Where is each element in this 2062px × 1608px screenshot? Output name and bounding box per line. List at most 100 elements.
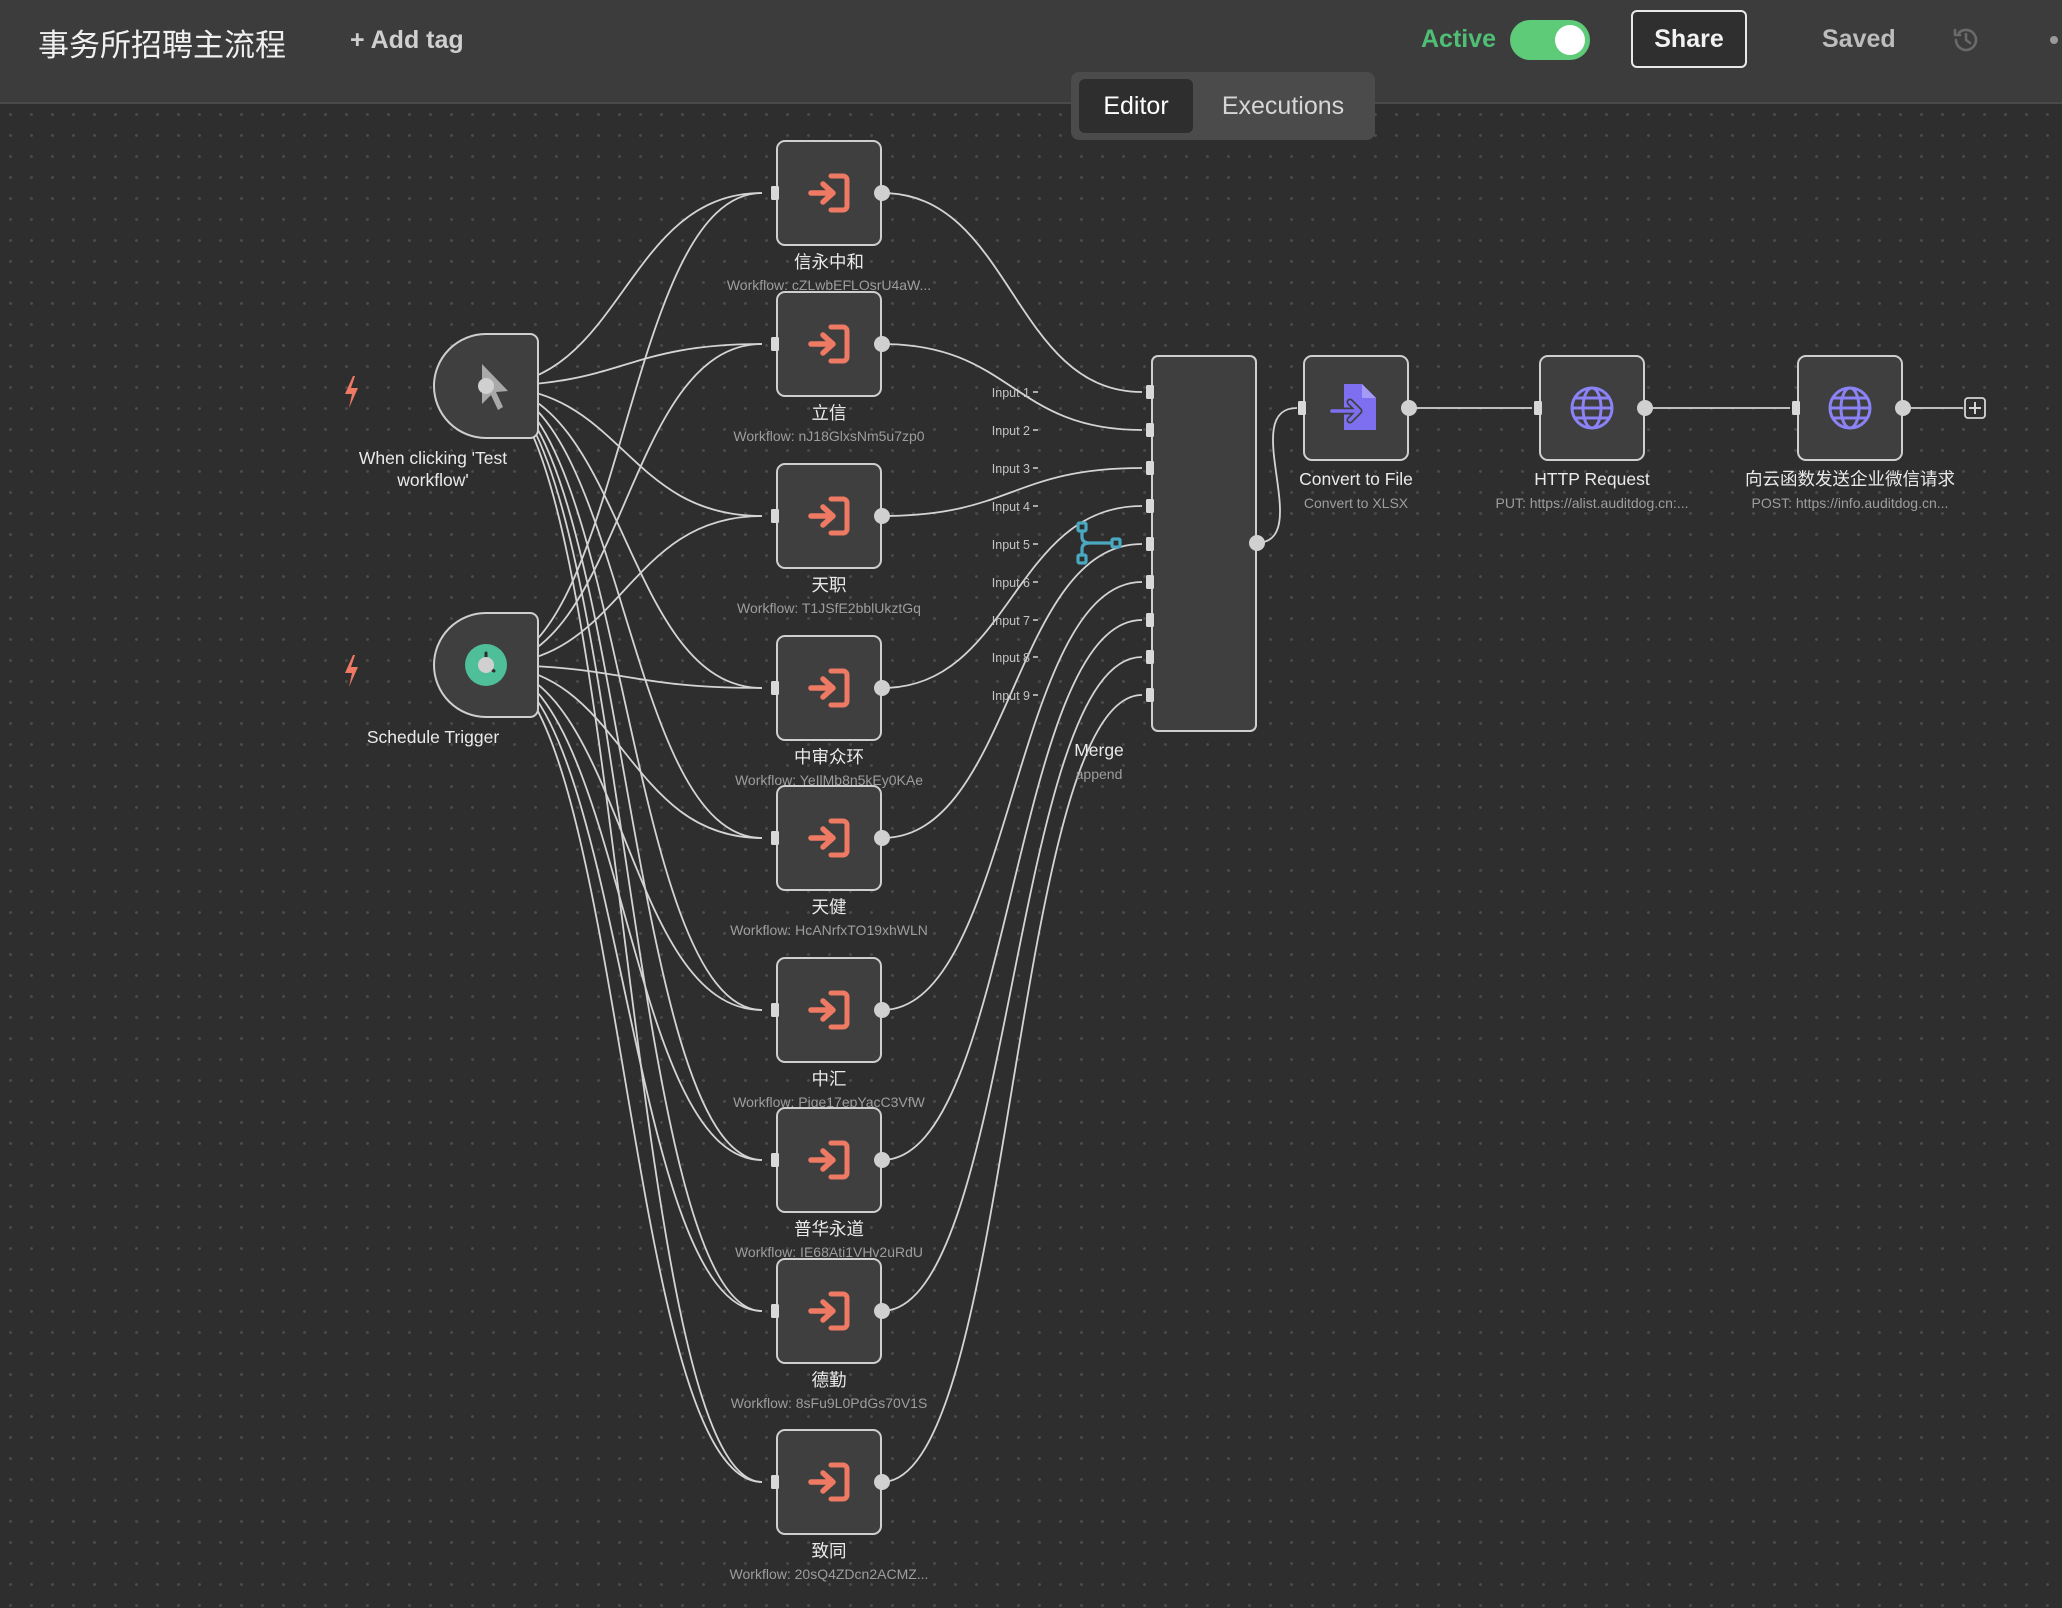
input-port[interactable]: [771, 1304, 779, 1318]
node-subtitle: Workflow: T1JSfE2bblUkztGq: [737, 600, 921, 616]
output-port[interactable]: [874, 680, 890, 696]
icon-arrow: [808, 504, 836, 528]
merge-node[interactable]: [1076, 355, 1257, 732]
input-port[interactable]: [771, 1003, 779, 1017]
output-port[interactable]: [874, 1002, 890, 1018]
output-port[interactable]: [478, 378, 494, 394]
share-button[interactable]: Share: [1631, 10, 1747, 68]
icon-arrow: [808, 181, 836, 205]
connection-line: [881, 619, 1143, 1161]
connection-line: [485, 664, 763, 1161]
output-port[interactable]: [874, 336, 890, 352]
input-port[interactable]: [771, 509, 779, 523]
icon-bracket: [828, 173, 850, 213]
output-port[interactable]: [1895, 400, 1911, 416]
top-bar: 事务所招聘主流程 + Add tag Active Share Saved: [0, 0, 2062, 104]
input-port[interactable]: [771, 337, 779, 351]
file-convert-icon: [1328, 384, 1376, 430]
subworkflow-node[interactable]: [776, 635, 882, 741]
workflow-title[interactable]: 事务所招聘主流程: [38, 28, 286, 64]
node-subtitle: Workflow: cZLwbEFLOsrU4aW...: [727, 277, 931, 293]
subworkflow-node[interactable]: [776, 463, 882, 569]
subworkflow-node[interactable]: [776, 291, 882, 397]
node-subtitle: Workflow: Pige17epYacC3VfW: [733, 1094, 925, 1110]
node-label: 信永中和: [794, 252, 864, 272]
add-node-button[interactable]: [1964, 397, 1986, 419]
input-port[interactable]: [1146, 688, 1154, 702]
history-icon[interactable]: [1950, 24, 1982, 56]
cursor-icon: [482, 364, 508, 410]
icon-bracket: [828, 668, 850, 708]
output-port[interactable]: [874, 508, 890, 524]
execute-workflow-icon: [808, 818, 850, 858]
node-subtitle: Convert to XLSX: [1304, 495, 1409, 511]
node-label: 天职: [812, 575, 847, 595]
input-port[interactable]: [771, 1475, 779, 1489]
node-subtitle: append: [1076, 766, 1123, 782]
http-node[interactable]: [1539, 355, 1645, 461]
output-port[interactable]: [874, 1474, 890, 1490]
input-port[interactable]: [1146, 461, 1154, 475]
icon-bracket: [828, 1291, 850, 1331]
tab-executions[interactable]: Executions: [1221, 92, 1345, 120]
connection-line: [881, 656, 1143, 1312]
icon-bracket: [828, 496, 850, 536]
merge-input-label: Input 5: [992, 538, 1030, 552]
input-port[interactable]: [1792, 401, 1800, 415]
connection-line: [881, 581, 1143, 1011]
node-subtitle: Workflow: HcANrfxTO19xhWLN: [730, 922, 928, 938]
subworkflow-node[interactable]: [776, 1258, 882, 1364]
input-port[interactable]: [1146, 537, 1154, 551]
input-port[interactable]: [1146, 499, 1154, 513]
tab-editor[interactable]: Editor: [1079, 79, 1193, 133]
globe-parallels: [1572, 396, 1612, 420]
execute-workflow-icon: [808, 990, 850, 1030]
active-toggle[interactable]: [1510, 20, 1590, 60]
input-port[interactable]: [1146, 423, 1154, 437]
output-port[interactable]: [1249, 535, 1265, 551]
notify-node[interactable]: [1797, 355, 1903, 461]
node-label: Convert to File: [1299, 469, 1413, 489]
subworkflow-node[interactable]: [776, 140, 882, 246]
node-subtitle: Workflow: YeIlMb8n5kEy0KAe: [735, 772, 923, 788]
output-port[interactable]: [874, 830, 890, 846]
execute-workflow-icon: [808, 496, 850, 536]
convert-node[interactable]: [1303, 355, 1409, 461]
output-port[interactable]: [478, 657, 494, 673]
more-menu-icon[interactable]: [2050, 36, 2058, 44]
input-port[interactable]: [1534, 401, 1542, 415]
input-port[interactable]: [1146, 385, 1154, 399]
node-label: 天健: [812, 897, 847, 917]
icon-bracket: [828, 324, 850, 364]
input-port[interactable]: [771, 186, 779, 200]
node-box[interactable]: [1151, 355, 1257, 732]
input-port[interactable]: [1298, 401, 1306, 415]
node-label: 立信: [812, 403, 847, 423]
node-label: 向云函数发送企业微信请求: [1745, 469, 1955, 489]
subworkflow-node[interactable]: [776, 957, 882, 1063]
icon-bracket: [828, 1462, 850, 1502]
input-port[interactable]: [771, 1153, 779, 1167]
merge-input-label: Input 2: [992, 424, 1030, 438]
output-port[interactable]: [874, 185, 890, 201]
plus-icon: [1969, 402, 1981, 414]
output-port[interactable]: [874, 1152, 890, 1168]
input-port[interactable]: [1146, 575, 1154, 589]
input-port[interactable]: [771, 831, 779, 845]
input-port[interactable]: [771, 681, 779, 695]
output-port[interactable]: [1637, 400, 1653, 416]
subworkflow-node[interactable]: [776, 785, 882, 891]
subworkflow-node[interactable]: [776, 1107, 882, 1213]
input-port[interactable]: [1146, 613, 1154, 627]
output-port[interactable]: [1401, 400, 1417, 416]
output-port[interactable]: [874, 1303, 890, 1319]
execute-workflow-icon: [808, 668, 850, 708]
input-port[interactable]: [1146, 650, 1154, 664]
add-tag-button[interactable]: + Add tag: [350, 26, 464, 54]
lightning-icon: [345, 376, 358, 408]
subworkflow-node[interactable]: [776, 1429, 882, 1535]
file-fold: [1362, 384, 1376, 398]
merge-input-label: Input 4: [992, 500, 1030, 514]
node-label: workflow': [396, 470, 468, 490]
